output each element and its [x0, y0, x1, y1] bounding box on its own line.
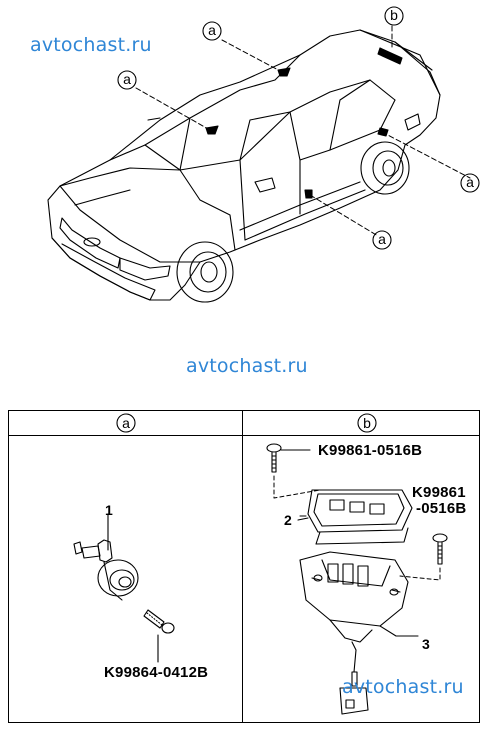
callout-a-front: a [123, 71, 131, 87]
callout-b-trunk: b [390, 7, 398, 23]
parts-illustration [73, 443, 448, 715]
watermark-top: avtochast.ru [30, 34, 152, 56]
part-number-1: 1 [105, 502, 113, 518]
watermark-middle: avtochast.ru [186, 355, 308, 377]
callout-a-roof: a [208, 22, 216, 38]
header-circles [116, 413, 377, 433]
watermark-bottom: avtochast.ru [342, 676, 464, 698]
table-header-a: a [122, 415, 130, 431]
part-number-2: 2 [284, 512, 292, 528]
table-header-b: b [363, 415, 371, 431]
bolt-a-part-code: K99864-0412B [104, 664, 209, 681]
bolt-b-top-part-code: K99861-0516B [318, 442, 423, 459]
car-illustration [47, 6, 480, 303]
callout-a-door: a [378, 231, 386, 247]
table-header-divider [9, 435, 479, 436]
callout-a-rear: a [466, 174, 474, 190]
part-number-3: 3 [422, 636, 430, 652]
detail-table: a b [8, 410, 480, 723]
table-column-divider [242, 411, 243, 722]
bolt-b-right-part-code-line1: K99861 [412, 484, 466, 501]
bolt-b-right-part-code-line2: -0516B [416, 500, 467, 517]
